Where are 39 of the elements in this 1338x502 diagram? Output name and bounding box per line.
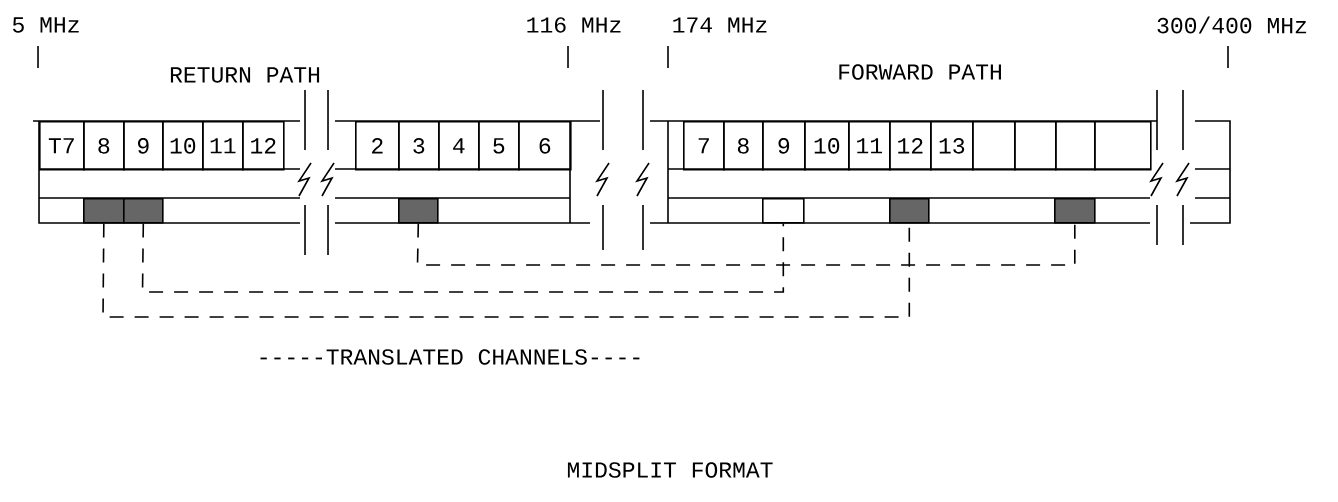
channel-cell xyxy=(1055,121,1096,171)
channel-cell xyxy=(1094,121,1152,171)
channel-cell: 4 xyxy=(438,121,480,171)
text-label: RETURN PATH xyxy=(170,67,320,83)
channel-cell: T7 xyxy=(39,121,85,171)
channel-cell: 7 xyxy=(683,121,725,171)
channel-cell: 13 xyxy=(930,121,974,171)
channel-cell: 9 xyxy=(762,121,806,171)
text-label: 300/400 MHz xyxy=(1157,16,1307,34)
text-label: 174 MHz xyxy=(673,17,767,33)
shaded-block xyxy=(398,198,439,224)
channel-cell: 12 xyxy=(242,121,285,171)
text-label: 116 MHz xyxy=(527,17,621,33)
dashed-connector xyxy=(141,222,785,293)
shaded-block xyxy=(1054,198,1096,224)
channel-cell: 8 xyxy=(83,121,125,171)
channel-cell: 2 xyxy=(355,121,400,171)
channel-cell: 3 xyxy=(398,121,440,171)
channel-cell: 11 xyxy=(848,121,891,171)
dashed-connector xyxy=(102,222,911,318)
text-label: FORWARD PATH xyxy=(839,64,1001,80)
channel-cell: 10 xyxy=(804,121,850,171)
channel-cell: 5 xyxy=(478,121,520,171)
channel-cell: 12 xyxy=(889,121,932,171)
channel-cell: 6 xyxy=(518,121,572,171)
channel-cell xyxy=(1014,121,1057,171)
shaded-block xyxy=(83,198,125,224)
channel-cell: 9 xyxy=(123,121,164,171)
channel-cell xyxy=(762,198,805,224)
shaded-block xyxy=(123,198,164,224)
channel-cell: 11 xyxy=(202,121,244,171)
channel-cell: 8 xyxy=(723,121,764,171)
text-label: -----TRANSLATED CHANNELS---- xyxy=(260,349,640,365)
text-label: 5 MHz xyxy=(12,17,79,33)
caption: MIDSPLIT FORMAT xyxy=(567,462,773,478)
channel-cell xyxy=(972,121,1016,171)
channel-cell: 10 xyxy=(162,121,204,171)
dashed-connector xyxy=(416,222,1076,266)
shaded-block xyxy=(889,198,930,224)
